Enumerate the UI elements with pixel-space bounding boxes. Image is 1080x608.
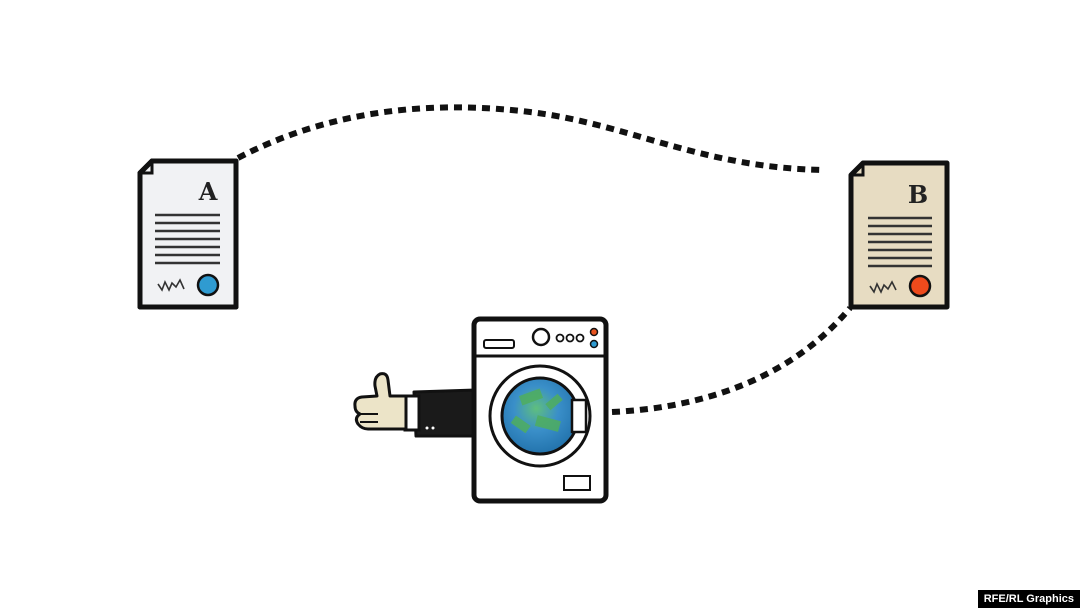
suit-sleeve	[412, 388, 478, 438]
dotted-path-a-to-b	[236, 104, 826, 173]
credit-label: RFE/RL Graphics	[977, 590, 1080, 608]
washing-machine-icon	[471, 316, 609, 504]
detergent-drawer	[483, 339, 515, 349]
money-in-drum	[510, 388, 563, 434]
control-dial	[531, 327, 551, 347]
document-b: B	[848, 160, 950, 310]
document-b-text-lines	[868, 216, 932, 268]
document-a: A	[137, 158, 239, 310]
dotted-path-machine-to-b	[611, 306, 853, 415]
document-a-signature	[157, 278, 185, 292]
document-b-signature	[869, 280, 897, 294]
door-handle	[570, 398, 588, 434]
document-b-letter: B	[908, 180, 928, 209]
document-a-letter: A	[198, 177, 218, 206]
document-a-seal	[196, 273, 220, 297]
document-b-seal	[908, 274, 932, 298]
filter-panel	[563, 475, 591, 491]
document-a-paper	[137, 158, 239, 310]
document-a-text-lines	[155, 213, 220, 265]
indicator-light-1	[589, 327, 599, 337]
thumbs-up-icon	[353, 372, 408, 431]
indicator-light-2	[589, 339, 599, 349]
thumbs-up-arm	[353, 372, 478, 438]
